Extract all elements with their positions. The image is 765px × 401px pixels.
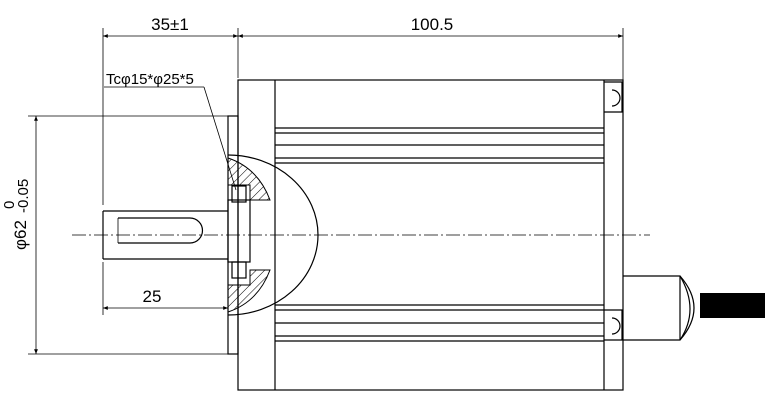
dimension-flange-length: 35±1	[103, 15, 239, 38]
dimension-diameter: φ62 0 -0.05	[1, 116, 38, 354]
seal-spec-label: Tcφ15*φ25*5	[106, 71, 194, 88]
dim-label-diameter-tol-lower: -0.05	[15, 179, 32, 213]
cable	[700, 293, 765, 318]
dim-label-shaft-length: 25	[143, 287, 162, 306]
seal-callout: Tcφ15*φ25*5	[104, 71, 237, 191]
dim-label-diameter: φ62	[11, 220, 30, 250]
dim-label-diameter-tol-upper: 0	[1, 201, 18, 209]
dimension-shaft-length: 25	[103, 287, 229, 310]
dim-label-body-length: 100.5	[411, 15, 454, 34]
dimension-body-length: 100.5	[237, 15, 623, 38]
dim-label-flange-length: 35±1	[151, 15, 189, 34]
cable-gland	[623, 275, 695, 341]
